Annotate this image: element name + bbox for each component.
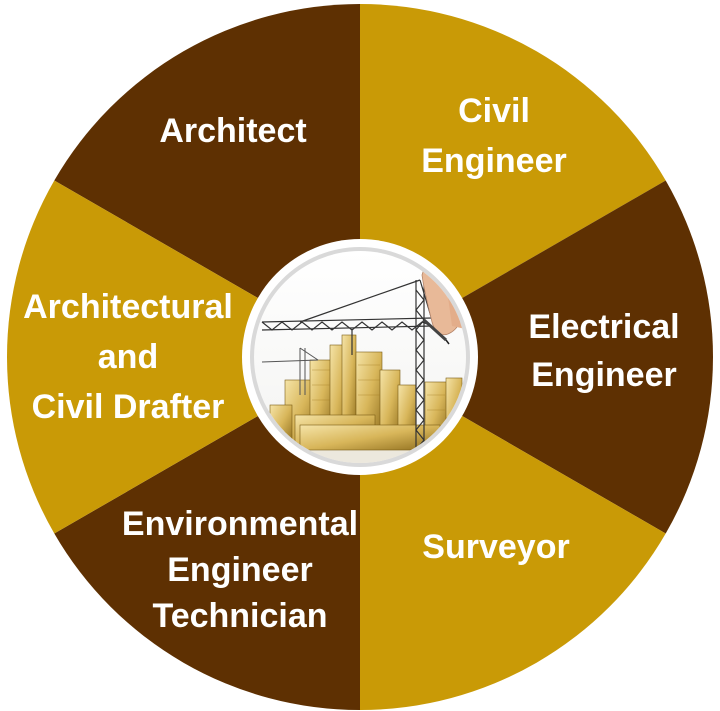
label-line: Engineer xyxy=(421,142,566,180)
label-surveyor: Surveyor xyxy=(422,528,569,566)
label-architect: Architect xyxy=(159,112,306,150)
label-line: and xyxy=(98,338,158,376)
label-line: Civil xyxy=(458,92,530,130)
small-crane-icon xyxy=(261,347,319,395)
label-line: Engineer xyxy=(531,356,676,394)
label-line: Environmental xyxy=(122,505,358,543)
label-line: Architect xyxy=(159,112,306,150)
label-line: Electrical xyxy=(528,308,679,346)
label-line: Technician xyxy=(152,597,327,635)
label-line: Architectural xyxy=(23,288,233,326)
segment-electrical-engineer xyxy=(360,180,713,534)
center-hub xyxy=(242,239,478,475)
label-line: Engineer xyxy=(167,551,312,589)
segment-architectural-civil-drafter xyxy=(6,180,360,534)
label-line: Surveyor xyxy=(422,528,569,566)
crane-icon xyxy=(261,279,433,460)
label-line: Civil Drafter xyxy=(32,388,225,426)
